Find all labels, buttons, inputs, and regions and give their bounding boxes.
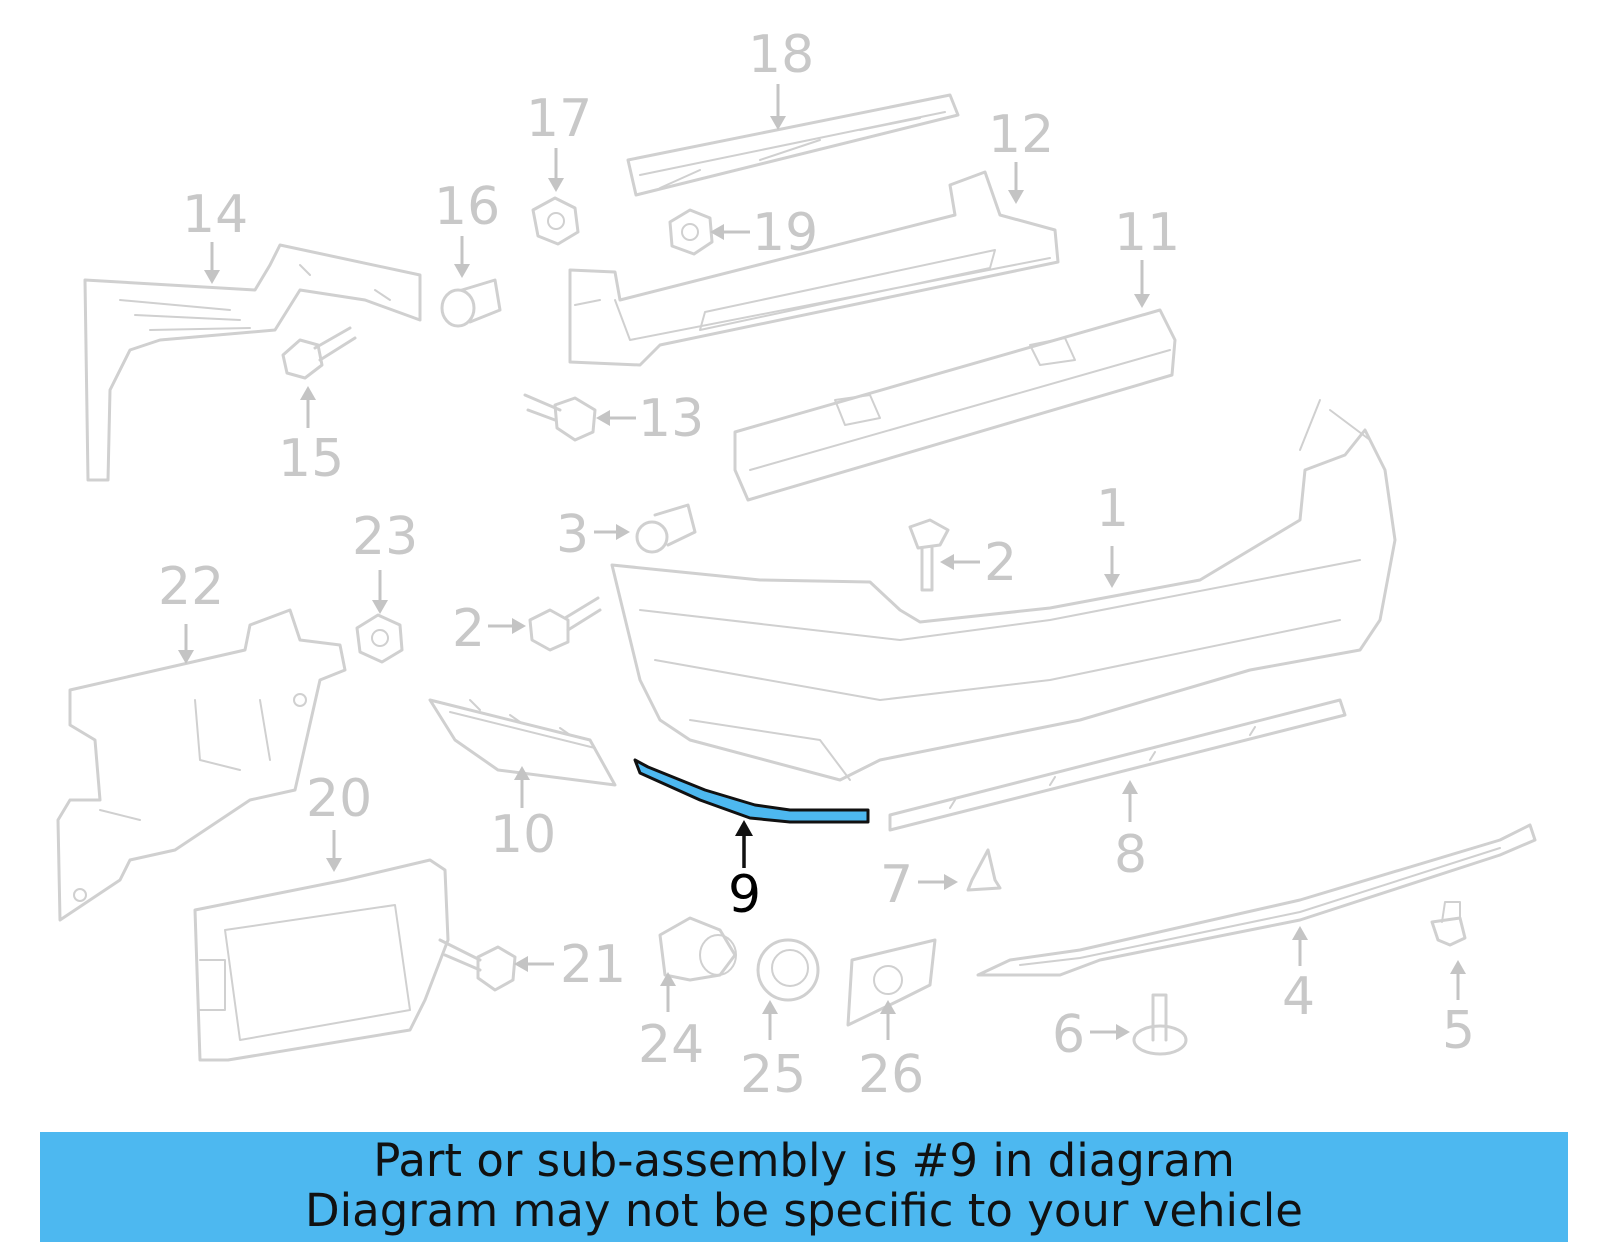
callout-19: 19 bbox=[752, 203, 818, 263]
callout-15: 15 bbox=[278, 429, 344, 489]
callout-1: 1 bbox=[1096, 479, 1129, 539]
callout-9: 9 bbox=[728, 865, 761, 925]
part-26-sensor-bracket bbox=[846, 938, 937, 1027]
callout-16: 16 bbox=[434, 177, 500, 237]
callout-24: 24 bbox=[638, 1015, 704, 1075]
part-14-side-bracket bbox=[83, 243, 422, 482]
callout-23: 23 bbox=[352, 507, 418, 567]
part-2-screw-lower bbox=[528, 596, 602, 652]
part-13-bolt bbox=[523, 393, 597, 442]
part-10-trim bbox=[428, 698, 617, 787]
part-11-energy-absorber bbox=[733, 308, 1177, 502]
part-1-bumper-cover bbox=[610, 399, 1397, 782]
part-15-bolt bbox=[281, 326, 357, 380]
part-17-nut bbox=[531, 196, 580, 246]
callout-11: 11 bbox=[1114, 203, 1180, 263]
callout-8: 8 bbox=[1114, 825, 1147, 885]
callout-12: 12 bbox=[988, 105, 1054, 165]
callout-10: 10 bbox=[490, 805, 556, 865]
info-banner: Part or sub-assembly is #9 in diagram Di… bbox=[40, 1132, 1568, 1242]
leader-arrows bbox=[178, 84, 1466, 1040]
part-2-screw-upper bbox=[908, 518, 950, 592]
part-7-clip bbox=[966, 848, 1002, 892]
callout-13: 13 bbox=[638, 389, 704, 449]
callout-labels: 18 12 11 17 16 19 14 15 13 3 2 1 2 23 22… bbox=[158, 25, 1475, 1105]
part-21-bolt bbox=[438, 938, 517, 992]
callout-26: 26 bbox=[858, 1045, 924, 1105]
callout-2b: 2 bbox=[452, 599, 485, 659]
part-20-control-module bbox=[193, 858, 450, 1062]
part-24-sensor bbox=[658, 916, 737, 982]
part-9-highlighted-molding bbox=[633, 758, 870, 824]
callout-7: 7 bbox=[880, 855, 913, 915]
callout-2a: 2 bbox=[984, 533, 1017, 593]
callout-17: 17 bbox=[526, 89, 592, 149]
part-16-clip bbox=[440, 278, 502, 328]
part-19-nut bbox=[668, 208, 714, 256]
banner-line-2: Diagram may not be specific to your vehi… bbox=[305, 1184, 1303, 1237]
part-25-grommet bbox=[756, 938, 820, 1002]
part-18-reinforcement-strip bbox=[626, 93, 960, 197]
callout-3: 3 bbox=[556, 505, 589, 565]
callout-25: 25 bbox=[740, 1045, 806, 1105]
callout-5: 5 bbox=[1442, 1001, 1475, 1061]
part-23-nut bbox=[355, 613, 404, 664]
callout-14: 14 bbox=[182, 185, 248, 245]
part-5-clip bbox=[1430, 901, 1467, 947]
callout-22: 22 bbox=[158, 557, 224, 617]
part-8-lower-strip bbox=[888, 698, 1347, 832]
part-6-screw bbox=[1132, 993, 1188, 1056]
callout-21: 21 bbox=[560, 935, 626, 995]
callout-6: 6 bbox=[1052, 1005, 1085, 1065]
part-22-bracket bbox=[56, 608, 347, 922]
callout-4: 4 bbox=[1282, 967, 1315, 1027]
callout-18: 18 bbox=[748, 25, 814, 85]
callout-20: 20 bbox=[306, 769, 372, 829]
part-12-bumper-beam bbox=[568, 170, 1060, 367]
part-3-clip bbox=[635, 503, 697, 554]
part-4-lower-valance bbox=[976, 823, 1537, 977]
banner-line-1: Part or sub-assembly is #9 in diagram bbox=[373, 1134, 1235, 1187]
